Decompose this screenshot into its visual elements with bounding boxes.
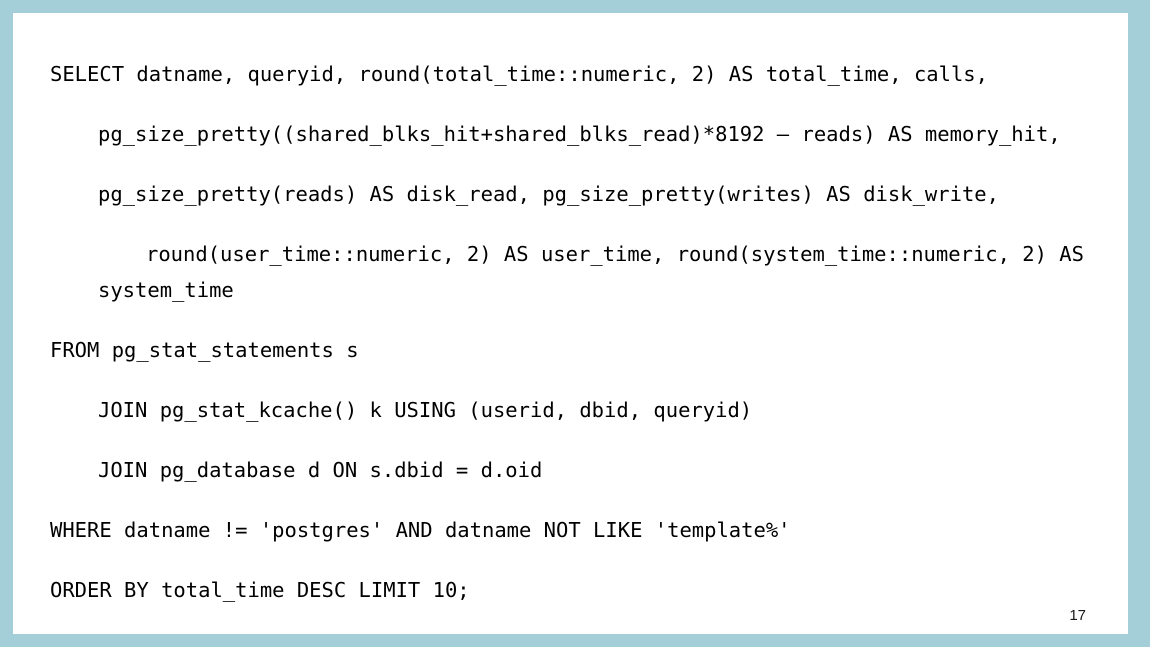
code-line-disk-read-write-expr: pg_size_pretty(reads) AS disk_read, pg_s… (98, 182, 999, 206)
code-line-join-kcache: JOIN pg_stat_kcache() k USING (userid, d… (98, 398, 753, 422)
code-line-memory-hit-expr: pg_size_pretty((shared_blks_hit+shared_b… (98, 122, 1061, 146)
code-line-user-system-time-expr: round(user_time::numeric, 2) AS user_tim… (98, 242, 1097, 302)
code-line-from-clause: FROM pg_stat_statements s (50, 338, 359, 362)
code-line-select-clause: SELECT datname, queryid, round(total_tim… (50, 62, 988, 86)
page-number: 17 (1069, 607, 1086, 624)
code-line-join-pg-database: JOIN pg_database d ON s.dbid = d.oid (98, 458, 543, 482)
code-line-where-clause: WHERE datname != 'postgres' AND datname … (50, 518, 791, 542)
code-line-order-by-clause: ORDER BY total_time DESC LIMIT 10; (50, 578, 470, 602)
sql-code-block: SELECT datname, queryid, round(total_tim… (50, 56, 1100, 608)
slide-canvas: SELECT datname, queryid, round(total_tim… (13, 13, 1128, 634)
